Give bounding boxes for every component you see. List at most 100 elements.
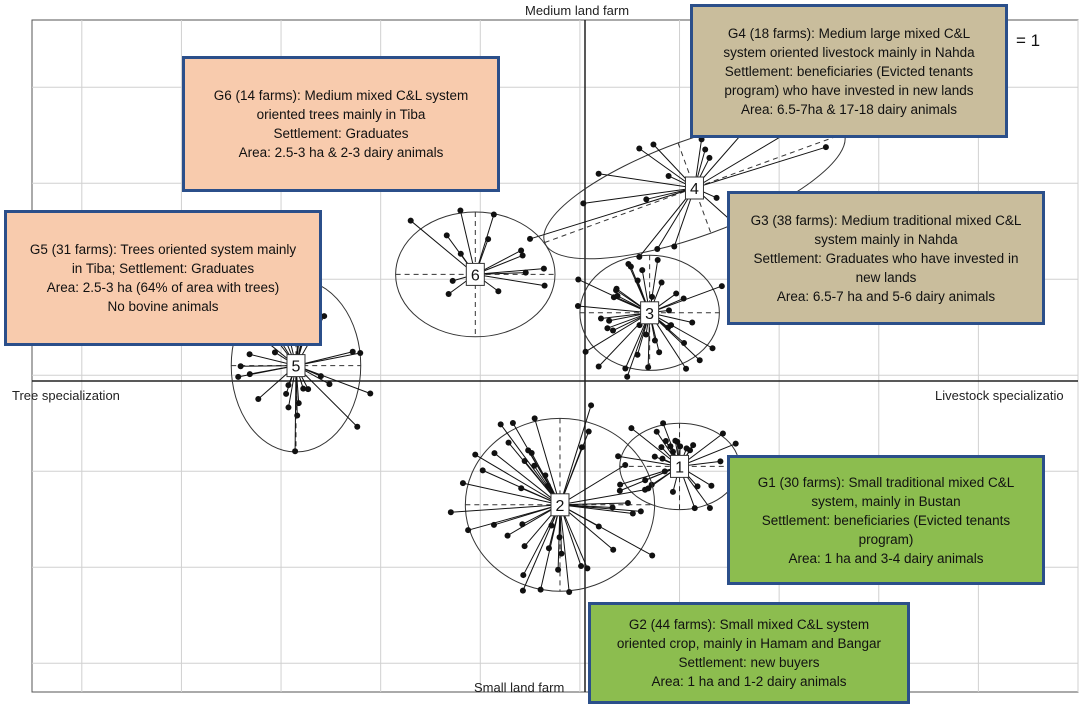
data-point (694, 483, 701, 490)
data-point (490, 211, 497, 218)
data-point (582, 348, 589, 355)
data-point (326, 381, 333, 388)
data-point (459, 480, 466, 487)
data-point (654, 256, 661, 263)
data-point (659, 455, 666, 462)
group-box-line: oriented crop, mainly in Hamam and Banga… (616, 636, 882, 651)
data-point (616, 487, 623, 494)
data-point (643, 196, 650, 203)
data-point (445, 291, 452, 298)
data-point (447, 509, 454, 516)
data-point (479, 467, 486, 474)
data-point (292, 448, 299, 455)
data-point (719, 430, 726, 437)
cluster-group-6: 6 (395, 207, 556, 338)
cluster-spoke (467, 504, 561, 531)
cluster-spoke (649, 285, 723, 314)
data-point (520, 572, 527, 579)
data-point (661, 468, 668, 475)
cluster-spoke (462, 482, 561, 506)
data-point (645, 364, 652, 371)
axis-label-top: Medium land farm (525, 3, 630, 18)
data-point (673, 290, 680, 297)
data-point (566, 589, 573, 596)
data-point (654, 246, 661, 253)
data-point (504, 532, 511, 539)
cluster-spoke (294, 365, 297, 452)
data-point (639, 267, 646, 274)
data-point (617, 481, 624, 488)
data-point (540, 265, 547, 272)
group-box-line: system mainly in Nahda (814, 231, 958, 247)
data-point (614, 292, 621, 299)
cluster-spoke (577, 305, 650, 314)
data-point (578, 563, 585, 570)
data-point (574, 303, 581, 310)
group-box-g6: G6 (14 farms): Medium mixed C&L system or… (182, 56, 500, 192)
data-point (349, 348, 356, 355)
cluster-spoke (295, 352, 361, 367)
cluster-label-box (465, 262, 485, 286)
group-box-line: Area: 2.5-3 ha & 2-3 dairy animals (238, 145, 444, 160)
data-point (718, 283, 725, 290)
group-box-line: G4 (18 farms): Medium large mixed C&L (727, 25, 971, 41)
data-point (509, 420, 516, 427)
data-point (662, 438, 669, 445)
cluster-label-box (684, 176, 704, 200)
data-point (597, 315, 604, 322)
cluster-spoke (494, 452, 561, 506)
data-point (407, 217, 414, 224)
data-point (246, 371, 253, 378)
data-point (672, 437, 679, 444)
data-point (357, 349, 364, 356)
data-point (683, 365, 690, 372)
group-box-line: Area: 6.5-7 ha and 5-6 dairy animals (776, 288, 996, 304)
group-box-line: Settlement: Graduates who have invested … (753, 250, 1019, 266)
data-point (495, 288, 502, 295)
axis-label-left: Tree specialization (12, 388, 120, 403)
group-box-line: oriented trees mainly in Tiba (256, 107, 426, 122)
data-point (637, 508, 644, 515)
group-box-line: in Tiba; Settlement: Graduates (71, 261, 255, 276)
group-box-line: Settlement: Graduates (273, 126, 409, 141)
data-point (665, 307, 672, 314)
data-point (658, 444, 665, 451)
group-box-line: system oriented livestock mainly in Nahd… (723, 44, 975, 60)
data-point (295, 400, 302, 407)
data-point (624, 500, 631, 507)
cluster-label-box (670, 454, 690, 478)
data-point (610, 546, 617, 553)
cluster-spoke (618, 455, 680, 467)
data-point (665, 172, 672, 179)
cluster-spoke (694, 146, 827, 189)
data-point (665, 324, 672, 331)
data-point (465, 527, 472, 534)
cluster-label: 2 (556, 498, 565, 515)
data-point (717, 458, 724, 465)
cluster-spoke (450, 504, 561, 513)
group-box-line: Settlement: beneficiaries (Evicted tenan… (724, 63, 974, 79)
data-point (636, 253, 643, 260)
data-point (528, 449, 535, 456)
data-point (521, 543, 528, 550)
group-box-line: No bovine animals (107, 299, 219, 314)
cluster-spoke (559, 431, 590, 505)
data-point (537, 586, 544, 593)
data-point (671, 243, 678, 250)
data-point (669, 488, 676, 495)
data-point (457, 207, 464, 214)
data-point (255, 396, 262, 403)
cluster-spoke (559, 405, 592, 505)
group-box-line: G5 (31 farms): Trees oriented system mai… (29, 242, 297, 257)
group-box-g1: G1 (30 farms): Small traditional mixed C… (727, 455, 1045, 585)
data-point (317, 373, 324, 380)
data-point (681, 339, 688, 346)
group-box-line: system, mainly in Bustan (811, 493, 961, 509)
data-point (519, 587, 526, 594)
data-point (519, 252, 526, 259)
group-box-line: G6 (14 farms): Medium mixed C&L system (213, 88, 469, 103)
data-point (615, 453, 622, 460)
data-point (651, 337, 658, 344)
